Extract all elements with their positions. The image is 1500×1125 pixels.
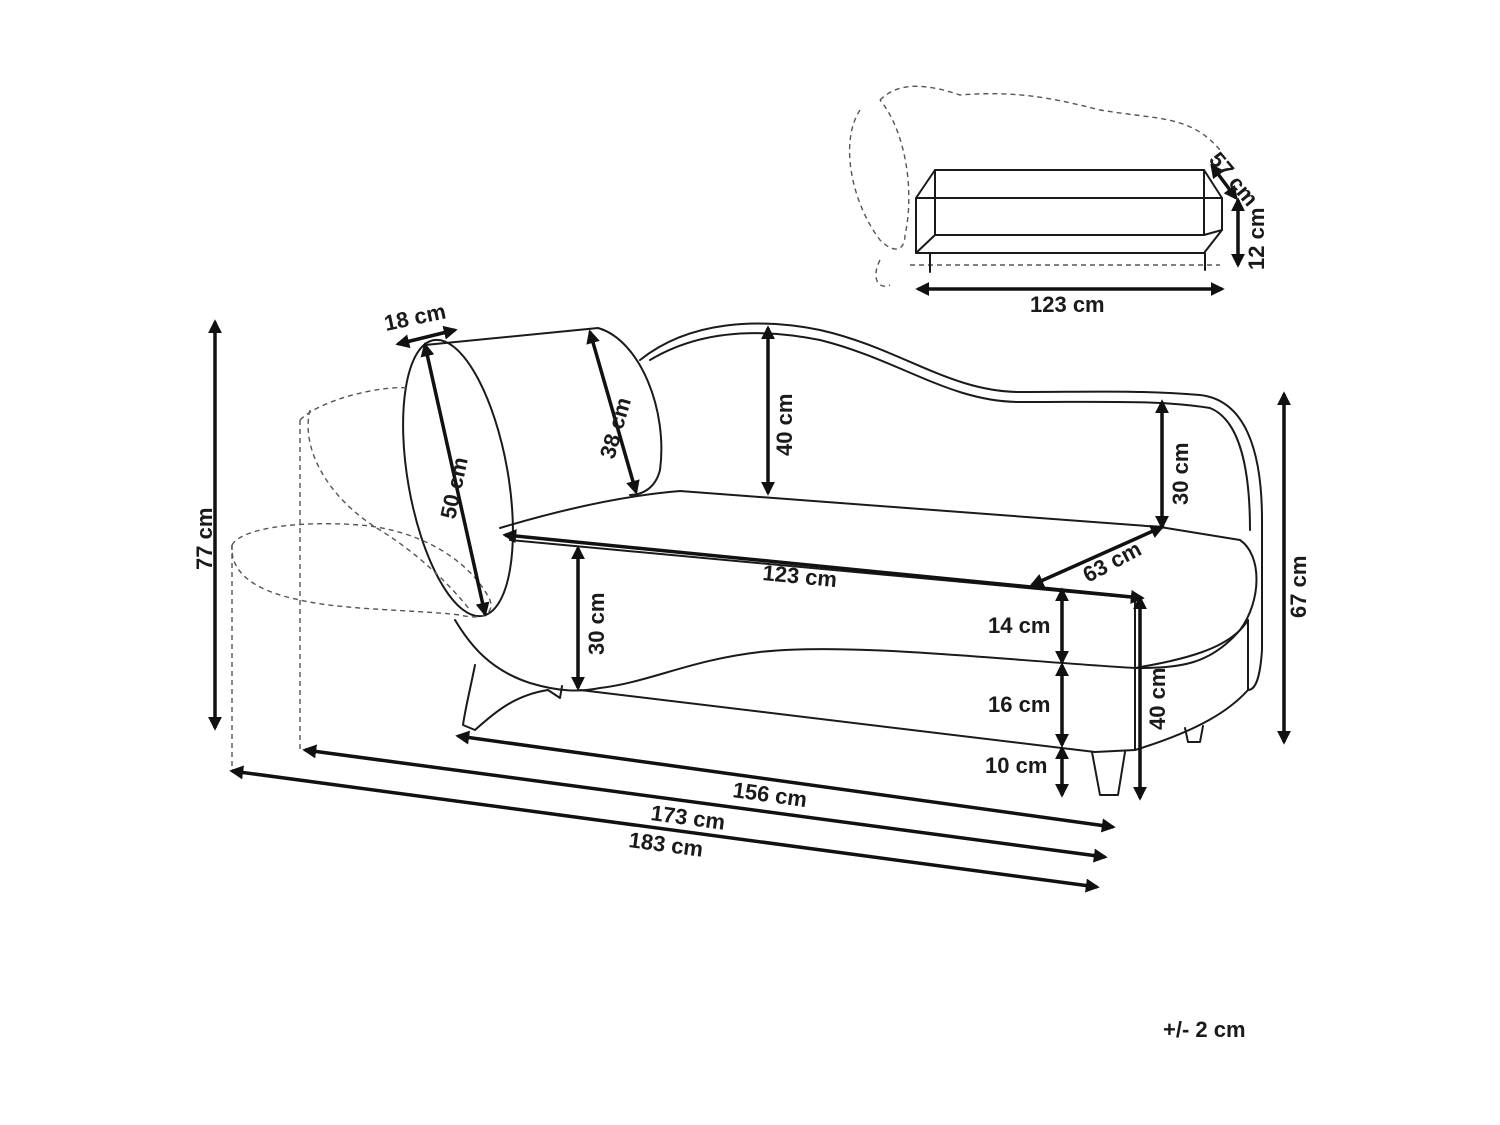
dimension-labels: 18 cm 50 cm 38 cm 40 cm 30 cm 63 cm 123 … <box>192 147 1311 1042</box>
label-pillow-depth: 18 cm <box>382 298 448 335</box>
base <box>579 667 1136 753</box>
label-seat-length: 123 cm <box>762 560 839 592</box>
label-storage-length: 123 cm <box>1030 292 1105 317</box>
label-storage-depth: 57 cm <box>1204 147 1263 211</box>
storage-box <box>915 169 1223 254</box>
label-storage-height: 12 cm <box>1244 208 1269 270</box>
storage-inset <box>848 85 1223 287</box>
label-front-height: 30 cm <box>584 593 609 655</box>
label-total-height-left: 77 cm <box>192 508 217 570</box>
label-back-height: 40 cm <box>772 394 797 456</box>
label-cushion-height: 14 cm <box>988 613 1050 638</box>
backrest <box>639 322 1263 691</box>
label-seat-depth: 63 cm <box>1079 536 1146 587</box>
label-leg-height: 10 cm <box>985 753 1047 778</box>
label-total-height-right: 67 cm <box>1286 556 1311 618</box>
label-arm-height: 30 cm <box>1168 443 1193 505</box>
leg-front-right <box>1091 751 1126 796</box>
label-tolerance: +/- 2 cm <box>1163 1017 1246 1042</box>
dimension-arrows <box>208 163 1291 893</box>
leg-back-right <box>1184 725 1204 743</box>
seat-cushion <box>499 490 1258 669</box>
label-base-height: 16 cm <box>988 692 1050 717</box>
label-pillow-diameter: 38 cm <box>595 395 636 462</box>
leg-front-left <box>462 664 563 731</box>
label-seat-total-height: 40 cm <box>1145 668 1170 730</box>
front-curve <box>454 619 1136 692</box>
label-pillow-length: 50 cm <box>435 455 472 521</box>
